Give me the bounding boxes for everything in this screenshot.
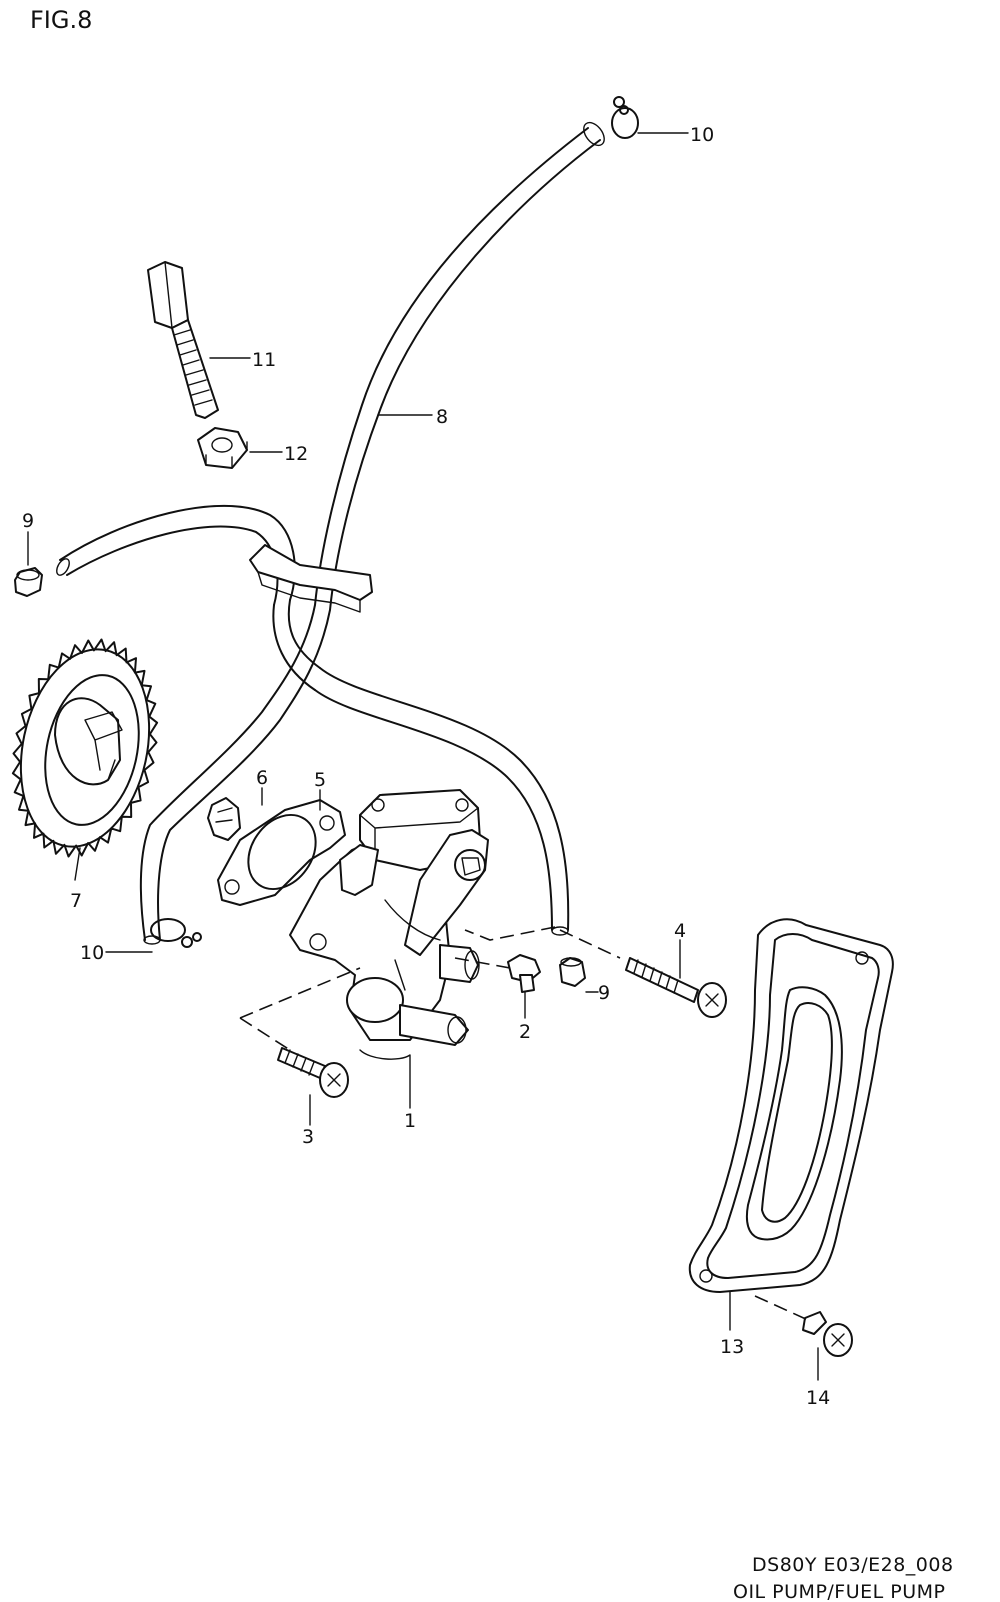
nut-12 — [197, 427, 248, 469]
callout-14: 14 — [806, 1387, 830, 1409]
gear-7 — [11, 638, 159, 858]
callout-9-right: 9 — [598, 982, 610, 1004]
bolt-3 — [277, 1047, 349, 1098]
callout-9-left: 9 — [22, 510, 34, 532]
callout-4: 4 — [674, 920, 686, 942]
gasket-5 — [217, 799, 346, 906]
callouts: 10 11 8 12 9 6 5 7 4 10 9 2 1 3 13 14 — [22, 124, 830, 1409]
clip-10-top — [611, 96, 639, 139]
footer-caption: OIL PUMP/FUEL PUMP — [733, 1581, 945, 1602]
figure-title: FIG.8 — [30, 6, 92, 34]
coupling-6 — [207, 797, 241, 841]
bolt-14 — [802, 1311, 853, 1357]
cap-9-right — [559, 957, 586, 987]
footer-code: DS80Y E03/E28_008 — [752, 1554, 954, 1576]
callout-11: 11 — [252, 349, 276, 371]
hose-clamp — [249, 544, 373, 613]
plug-2 — [507, 954, 541, 993]
callout-12: 12 — [284, 443, 308, 465]
cap-9-left — [14, 567, 43, 597]
callout-5: 5 — [314, 769, 326, 791]
callout-10-left: 10 — [80, 942, 104, 964]
short-hose — [56, 504, 321, 691]
stud-11 — [147, 261, 219, 419]
callout-10-top: 10 — [690, 124, 714, 146]
cover-13 — [688, 918, 894, 1293]
callout-3: 3 — [302, 1126, 314, 1148]
callout-2: 2 — [519, 1021, 531, 1043]
clip-10-left — [150, 918, 202, 948]
callout-1: 1 — [404, 1110, 416, 1132]
leader-lines — [27, 132, 819, 1381]
callout-7: 7 — [70, 890, 82, 912]
callout-13: 13 — [720, 1336, 744, 1358]
callout-8: 8 — [436, 406, 448, 428]
bolt-4 — [625, 957, 727, 1018]
callout-6: 6 — [256, 767, 268, 789]
oil-pump-1 — [289, 789, 489, 1046]
oil-hose-8 — [139, 121, 605, 945]
